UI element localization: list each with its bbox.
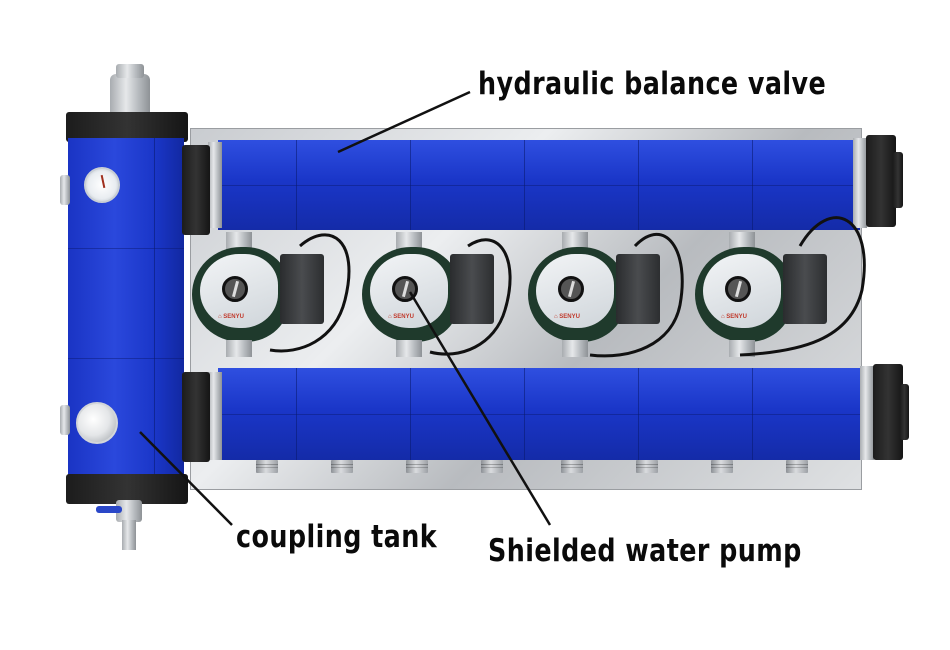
top-bar-right-end-cap [866, 135, 896, 227]
pump-speed-dial-icon [222, 276, 248, 302]
outlet-fitting [636, 460, 658, 473]
outlet-fitting [331, 460, 353, 473]
drain-ball-valve [116, 500, 142, 522]
outlet-fitting [786, 460, 808, 473]
tank-right-connector-top [182, 145, 210, 235]
circulation-pump-1: ⌂ SENYU [192, 232, 342, 357]
air-vent-valve-knurl [116, 64, 144, 78]
circulation-pump-3: ⌂ SENYU [528, 232, 678, 357]
pump-brand-label: ⌂ SENYU [554, 314, 580, 320]
outlet-fitting [711, 460, 733, 473]
balance-valve-leader-line [337, 90, 471, 154]
top-bar-left-flange [208, 142, 222, 228]
drain-plug-icon [76, 402, 118, 444]
outlet-fitting [406, 460, 428, 473]
pump-speed-dial-icon [558, 276, 584, 302]
tank-side-port-bottom [60, 405, 70, 435]
top-header-bar [218, 140, 860, 230]
bottom-bar-left-flange [208, 372, 222, 460]
top-bar-right-flange [853, 138, 867, 228]
tank-right-connector-bottom [182, 372, 210, 462]
outlet-fitting [481, 460, 503, 473]
pump-union-nut [396, 340, 422, 357]
tank-top-cap [66, 112, 188, 142]
pump-terminal-box [616, 254, 660, 324]
tank-bottom-cap [66, 474, 188, 504]
pump-speed-dial-icon [725, 276, 751, 302]
pump-brand-label: ⌂ SENYU [218, 314, 244, 320]
outlet-fitting [561, 460, 583, 473]
top-bar-right-end-cap-tab [893, 152, 903, 208]
pump-union-nut [562, 340, 588, 357]
pump-terminal-box [450, 254, 494, 324]
bottom-bar-right-end-cap-tab [900, 384, 909, 440]
bottom-header-bar [218, 368, 860, 460]
pump-union-nut [729, 340, 755, 357]
pump-terminal-box [783, 254, 827, 324]
label-coupling-tank: coupling tank [236, 519, 438, 555]
drain-valve-handle-icon [96, 506, 122, 513]
circulation-pump-4: ⌂ SENYU [695, 232, 845, 357]
drain-hose-barb [122, 520, 136, 550]
label-hydraulic-balance-valve: hydraulic balance valve [478, 66, 827, 102]
pump-union-nut [226, 340, 252, 357]
tank-side-port-top [60, 175, 70, 205]
bottom-bar-right-flange [860, 366, 874, 460]
outlet-fitting [256, 460, 278, 473]
thermometer-gauge-icon [84, 167, 120, 203]
pump-brand-label: ⌂ SENYU [721, 314, 747, 320]
coupling-tank-leader-line [139, 431, 233, 526]
bottom-bar-right-end-cap [873, 364, 903, 460]
pump-brand-label: ⌂ SENYU [388, 314, 414, 320]
pump-terminal-box [280, 254, 324, 324]
water-pump-leader-line [408, 291, 552, 526]
label-shielded-water-pump: Shielded water pump [488, 533, 802, 569]
